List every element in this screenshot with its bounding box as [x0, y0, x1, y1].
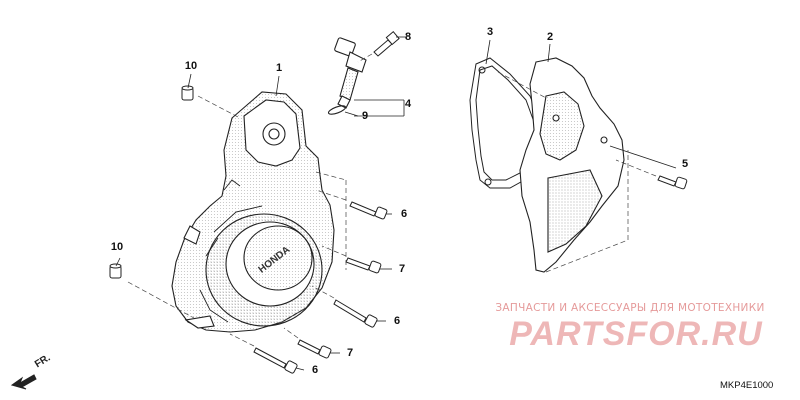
bolt-6-middle	[333, 299, 378, 328]
diagram-code: MKP4E1000	[720, 380, 774, 391]
callout-7-upper: 7	[398, 263, 406, 275]
sensor-assembly	[327, 37, 367, 115]
callout-4: 4	[404, 98, 412, 110]
leader-lines	[115, 36, 677, 371]
callout-6-upper: 6	[400, 208, 408, 220]
bolt-5	[657, 175, 688, 190]
alignment-lines	[127, 53, 657, 347]
generator-cover: HONDA	[171, 91, 335, 333]
screw-8	[373, 31, 400, 57]
bolt-7-upper	[345, 257, 382, 274]
watermark-tagline: ЗАПЧАСТИ И АКСЕССУАРЫ ДЛЯ МОТОТЕХНИКИ	[495, 302, 765, 314]
callout-3: 3	[486, 26, 494, 38]
callout-7-lower: 7	[346, 347, 354, 359]
front-direction-arrow	[10, 374, 37, 390]
callout-5: 5	[681, 158, 689, 170]
bolt-6-upper	[349, 201, 388, 220]
bolts	[253, 175, 688, 374]
bolt-7-lower	[297, 339, 332, 359]
callout-6-middle: 6	[393, 315, 401, 327]
callout-10-lower: 10	[110, 241, 124, 253]
watermark-brand: PARTSFOR.RU	[509, 315, 763, 353]
collar-10-top	[181, 85, 194, 101]
callout-10-upper: 10	[184, 60, 198, 72]
callout-2: 2	[546, 31, 554, 43]
bolt-6-lower	[253, 347, 298, 374]
callout-9: 9	[361, 110, 369, 122]
callout-6-lower: 6	[311, 364, 319, 376]
cover-plate	[519, 57, 625, 273]
collar-10-bottom	[109, 263, 122, 279]
callout-1: 1	[275, 62, 283, 74]
callout-8: 8	[404, 31, 412, 43]
